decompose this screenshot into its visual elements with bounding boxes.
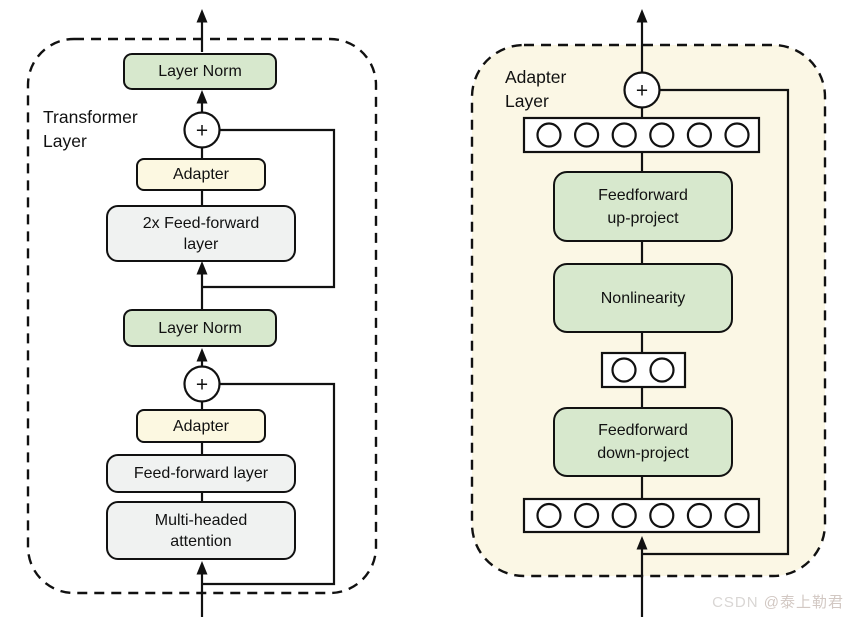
feed-forward-2x-label: 2x Feed-forward layer <box>143 213 260 255</box>
feedforward-up-project-label: Feedforward up-project <box>598 184 688 230</box>
bottleneck-row-circles <box>611 357 675 383</box>
feedforward-up-project-box: Feedforward up-project <box>553 171 733 242</box>
adapter-top-box: Adapter <box>136 158 266 191</box>
add-node-plus: + <box>196 120 208 143</box>
arrowhead-up-icon <box>196 90 208 104</box>
multi-headed-attention-label: Multi-headed attention <box>155 510 248 552</box>
skip-connection-upper <box>202 128 336 289</box>
feature-circle <box>686 502 713 529</box>
adapter-layer-label: Adapter Layer <box>505 65 566 113</box>
feature-row-bottom <box>522 497 761 534</box>
watermark: CSDN @泰上勒君 <box>712 591 844 612</box>
feedforward-down-project-line2: down-project <box>597 445 689 462</box>
feed-forward-2x-box: 2x Feed-forward layer <box>106 205 296 262</box>
transformer-layer-label-line1: Transformer <box>43 107 138 127</box>
feature-row-top <box>522 116 761 154</box>
arrowhead-up-icon <box>636 536 648 550</box>
feedforward-down-project-line1: Feedforward <box>598 422 688 439</box>
feature-row-top-circles <box>536 122 750 148</box>
transformer-layer-label-line2: Layer <box>43 131 87 151</box>
feature-circle <box>649 122 675 148</box>
layer-norm-bottom-box: Layer Norm <box>123 309 277 347</box>
multi-headed-attention-line2: attention <box>170 532 232 550</box>
adapter-layer-label-line2: Layer <box>505 91 549 111</box>
feedforward-down-project-label: Feedforward down-project <box>597 419 689 465</box>
arrowhead-up-icon <box>196 9 208 23</box>
adapter-bottom-box: Adapter <box>136 409 266 443</box>
arrowhead-up-icon <box>196 261 208 275</box>
feature-circle <box>611 122 637 148</box>
add-node-circle <box>623 71 661 109</box>
feature-circle <box>573 122 600 148</box>
arrowhead-up-icon <box>196 348 208 362</box>
feature-row-bottom-circles <box>536 502 750 529</box>
add-node-circle <box>183 365 221 403</box>
add-node-plus: + <box>196 374 208 397</box>
adapter-layer-label-line1: Adapter <box>505 67 567 87</box>
feature-circle <box>573 502 600 529</box>
skip-connection-lower <box>202 382 336 586</box>
multi-headed-attention-box: Multi-headed attention <box>106 501 296 560</box>
skip-connection-adapter <box>643 88 790 556</box>
multi-headed-attention-line1: Multi-headed <box>154 511 248 529</box>
feature-circle <box>724 502 750 529</box>
feature-circle <box>649 357 675 383</box>
arrowheads <box>196 9 648 575</box>
watermark-site: CSDN <box>712 594 759 611</box>
feature-circle <box>536 122 562 148</box>
watermark-user: @泰上勒君 <box>763 594 844 611</box>
add-node-plus: + <box>636 80 648 103</box>
arrowhead-up-icon <box>196 561 208 575</box>
feed-forward-layer-box: Feed-forward layer <box>106 454 296 493</box>
add-node-circle <box>183 111 221 149</box>
feed-forward-2x-line2: layer <box>183 235 219 253</box>
arrowhead-up-icon <box>636 9 648 23</box>
nonlinearity-box: Nonlinearity <box>553 263 733 333</box>
feedforward-down-project-box: Feedforward down-project <box>553 407 733 477</box>
feature-circle <box>536 502 562 529</box>
feed-forward-2x-line1: 2x Feed-forward <box>142 214 260 232</box>
feedforward-up-project-line2: up-project <box>607 209 679 227</box>
transformer-layer-label: Transformer Layer <box>43 105 138 153</box>
adapter-connectors <box>640 18 790 617</box>
feature-circle <box>724 122 750 148</box>
feature-circle <box>611 357 637 383</box>
feature-circle <box>686 122 713 148</box>
feedforward-up-project-line1: Feedforward <box>598 186 688 204</box>
layer-norm-top-box: Layer Norm <box>123 53 277 90</box>
feature-circle <box>611 502 637 529</box>
feature-circle <box>649 502 675 529</box>
